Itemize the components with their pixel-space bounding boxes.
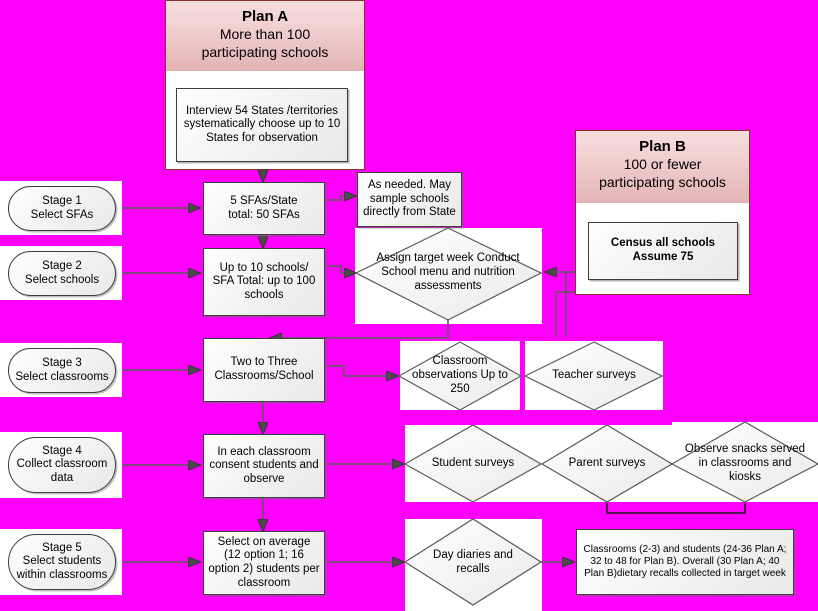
stage-3[interactable]: Stage 3 Select classrooms [8, 348, 116, 393]
stage-5-line3: within classrooms [16, 568, 108, 581]
stage-4-line1: Stage 4 [42, 444, 82, 457]
box-recalls-note-text: Classrooms (2-3) and students (24-36 Pla… [583, 544, 787, 579]
box-schools: Up to 10 schools/ SFA Total: up to 100 s… [203, 248, 325, 316]
stage-4-line2: Collect classroom [16, 458, 108, 471]
box-consent: In each classroom consent students and o… [203, 434, 325, 498]
box-as-needed-text: As needed. May sample schools directly f… [363, 179, 456, 219]
stage-2-line2: Select schools [24, 273, 100, 286]
panel-parent [542, 425, 672, 502]
panel-assign-week [355, 228, 542, 324]
plan-b-inner-line2: Assume 75 [632, 251, 694, 263]
panel-diaries [405, 519, 542, 611]
plan-a-header: Plan A More than 100 participating schoo… [166, 1, 364, 71]
plan-b-inner-box: Census all schools Assume 75 [588, 222, 738, 280]
panel-classroom-obs [400, 341, 520, 410]
plan-a-line3: participating schools [201, 44, 329, 61]
plan-b-inner-line1: Census all schools [610, 237, 716, 250]
plan-a-title: Plan A [241, 8, 289, 25]
panel-teacher [525, 341, 663, 410]
stage-3-line2: Select classrooms [15, 370, 109, 383]
plan-b-title: Plan B [639, 138, 686, 155]
plan-a-line2: More than 100 [219, 26, 311, 43]
box-classrooms-text: Two to Three Classrooms/School [214, 356, 314, 382]
stage-2-line1: Stage 2 [42, 259, 82, 272]
stage-5-line1: Stage 5 [42, 541, 82, 554]
stage-3-line1: Stage 3 [42, 356, 82, 369]
box-select-students-text: Select on average (12 option 1; 16 optio… [208, 535, 320, 589]
plan-a-inner-text: Interview 54 States /territories systema… [183, 104, 341, 144]
box-consent-text: In each classroom consent students and o… [209, 445, 319, 485]
box-as-needed: As needed. May sample schools directly f… [357, 172, 462, 227]
box-recalls-note: Classrooms (2-3) and students (24-36 Pla… [576, 529, 794, 595]
box-sfas-text: 5 SFAs/State total: 50 SFAs [228, 194, 300, 221]
panel-student [405, 425, 542, 502]
stage-1-line2: Select SFAs [30, 208, 94, 221]
box-sfas: 5 SFAs/State total: 50 SFAs [203, 182, 325, 235]
stage-4-line3: data [50, 471, 74, 484]
stage-1-line1: Stage 1 [42, 194, 82, 207]
plan-a-inner-box: Interview 54 States /territories systema… [176, 88, 348, 162]
plan-b-line2: 100 or fewer [623, 156, 702, 173]
panel-snacks [672, 422, 818, 502]
stage-4[interactable]: Stage 4 Collect classroom data [8, 437, 116, 493]
box-schools-text: Up to 10 schools/ SFA Total: up to 100 s… [212, 261, 316, 301]
stage-5[interactable]: Stage 5 Select students within classroom… [8, 534, 116, 590]
stage-1[interactable]: Stage 1 Select SFAs [8, 186, 116, 231]
box-classrooms: Two to Three Classrooms/School [203, 338, 325, 402]
plan-b-line3: participating schools [599, 174, 726, 191]
box-select-students: Select on average (12 option 1; 16 optio… [203, 531, 325, 595]
stage-2[interactable]: Stage 2 Select schools [8, 251, 116, 296]
stage-5-line2: Select students [22, 555, 102, 568]
plan-b-header: Plan B 100 or fewer participating school… [576, 131, 749, 203]
